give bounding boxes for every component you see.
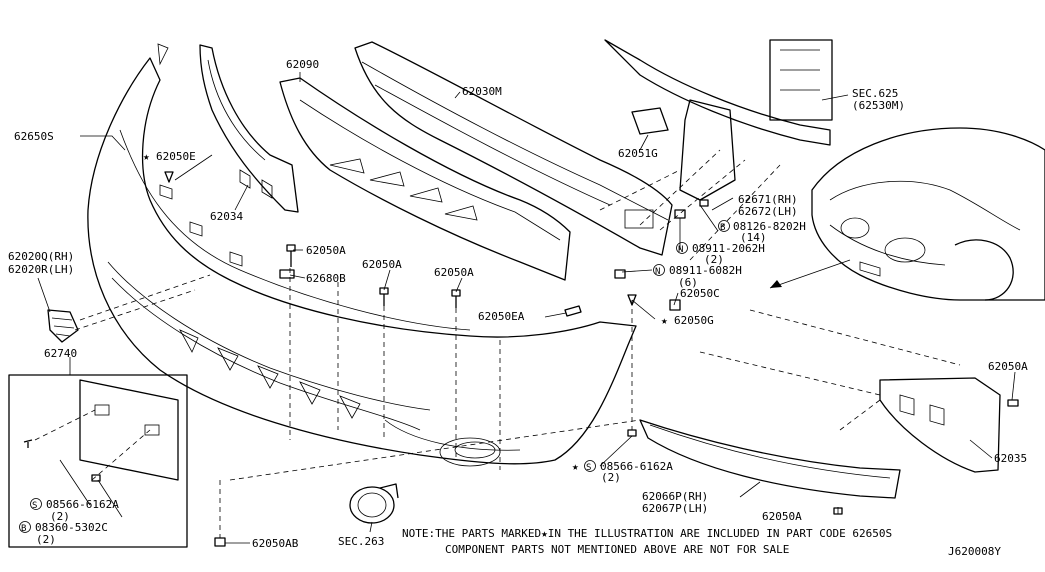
label-08126-qty: (14) — [740, 231, 767, 244]
bolt-circle-letter-2: B — [21, 524, 26, 534]
label-sec625-sub: (62530M) — [852, 99, 905, 112]
bumper-reinforcement-illustration — [354, 41, 673, 256]
screw-circle-icon-2 — [584, 460, 596, 472]
bolt-circle-letter: B — [720, 223, 725, 233]
side-reflector-illustration — [47, 309, 79, 343]
label-62050a-4: 62050A — [762, 510, 802, 523]
label-sec263: SEC.263 — [338, 535, 384, 548]
label-08566-main-qty: (2) — [601, 471, 621, 484]
label-08911-6082h-qty: (6) — [678, 276, 698, 289]
label-08566-inset-qty: (2) — [50, 510, 70, 523]
label-62030m: 62030M — [462, 85, 502, 98]
label-62020q: 62020Q(RH) — [8, 250, 74, 263]
vehicle-illustration — [811, 127, 1045, 301]
label-62050a-1: 62050A — [306, 244, 346, 257]
vehicle-arrow — [769, 259, 851, 289]
label-62740: 62740 — [44, 347, 77, 360]
star-marker-2: ★ — [661, 314, 668, 327]
bolt-circle-icon-2 — [19, 521, 31, 533]
nut-circle-letter: N — [678, 245, 683, 255]
label-62035: 62035 — [994, 452, 1027, 465]
label-62050a-5: 62050A — [988, 360, 1028, 373]
label-sec625: SEC.625 — [852, 87, 898, 100]
side-bracket-62034-illustration — [199, 44, 299, 213]
side-bracket-62035-illustration — [879, 377, 1001, 473]
screw-circle-icon — [30, 498, 42, 510]
label-08566-main: 08566-6162A — [600, 460, 673, 473]
label-62050a-2: 62050A — [362, 258, 402, 271]
star-marker: ★ — [143, 150, 150, 163]
label-62050a-3: 62050A — [434, 266, 474, 279]
label-62051g: 62051G — [618, 147, 658, 160]
screw-circle-letter-2: S — [586, 463, 591, 473]
assembly-lines — [74, 149, 961, 538]
part-labels: 62650S ★ 62050E 62034 62090 62030M 62051… — [8, 58, 1028, 550]
label-08360-qty: (2) — [36, 533, 56, 546]
label-62650s: 62650S — [14, 130, 54, 143]
label-62050ab: 62050AB — [252, 537, 299, 550]
label-62050e: 62050E — [156, 150, 196, 163]
fasteners — [91, 171, 1019, 547]
nut-circle-icon-2 — [653, 264, 665, 276]
label-08126: 08126-8202H — [733, 220, 806, 233]
label-62050ea: 62050EA — [478, 310, 525, 323]
bolt-circle-icon — [718, 220, 730, 232]
label-62066p: 62066P(RH) — [642, 490, 708, 503]
label-62050c: 62050C — [680, 287, 720, 300]
screw-circle-letter: S — [32, 501, 37, 511]
notes: NOTE:THE PARTS MARKED★IN THE ILLUSTRATIO… — [402, 527, 1001, 558]
diagram-code: J620008Y — [948, 545, 1001, 558]
lower-spoiler-illustration — [639, 419, 901, 499]
star-marker-3: ★ — [572, 460, 579, 473]
leader-lines — [37, 72, 1016, 544]
label-62671: 62671(RH) — [738, 193, 798, 206]
note-line-1: NOTE:THE PARTS MARKED★IN THE ILLUSTRATIO… — [402, 527, 892, 540]
energy-absorber-illustration — [279, 77, 571, 281]
label-62090: 62090 — [286, 58, 319, 71]
label-08911-2062h: 08911-2062H — [692, 242, 765, 255]
label-08911-6082h: 08911-6082H — [669, 264, 742, 277]
label-62067p: 62067P(LH) — [642, 502, 708, 515]
nut-circle-icon — [676, 242, 688, 254]
note-line-2: COMPONENT PARTS NOT MENTIONED ABOVE ARE … — [445, 543, 789, 556]
label-62020r: 62020R(LH) — [8, 263, 74, 276]
side-member-illustration — [604, 39, 833, 201]
label-08566-inset: 08566-6162A — [46, 498, 119, 511]
nut-circle-letter-2: N — [655, 267, 660, 277]
label-08911-2062h-qty: (2) — [704, 253, 724, 266]
label-62672: 62672(LH) — [738, 205, 798, 218]
label-62034: 62034 — [210, 210, 243, 223]
label-62050g: 62050G — [674, 314, 714, 327]
label-08360: 08360-5302C — [35, 521, 108, 534]
bumper-fascia-illustration — [87, 43, 637, 467]
license-bracket-inset — [8, 374, 188, 548]
bracket-62051g-illustration — [631, 107, 669, 135]
label-62680b: 62680B — [306, 272, 346, 285]
fog-lamp-illustration — [349, 483, 399, 524]
